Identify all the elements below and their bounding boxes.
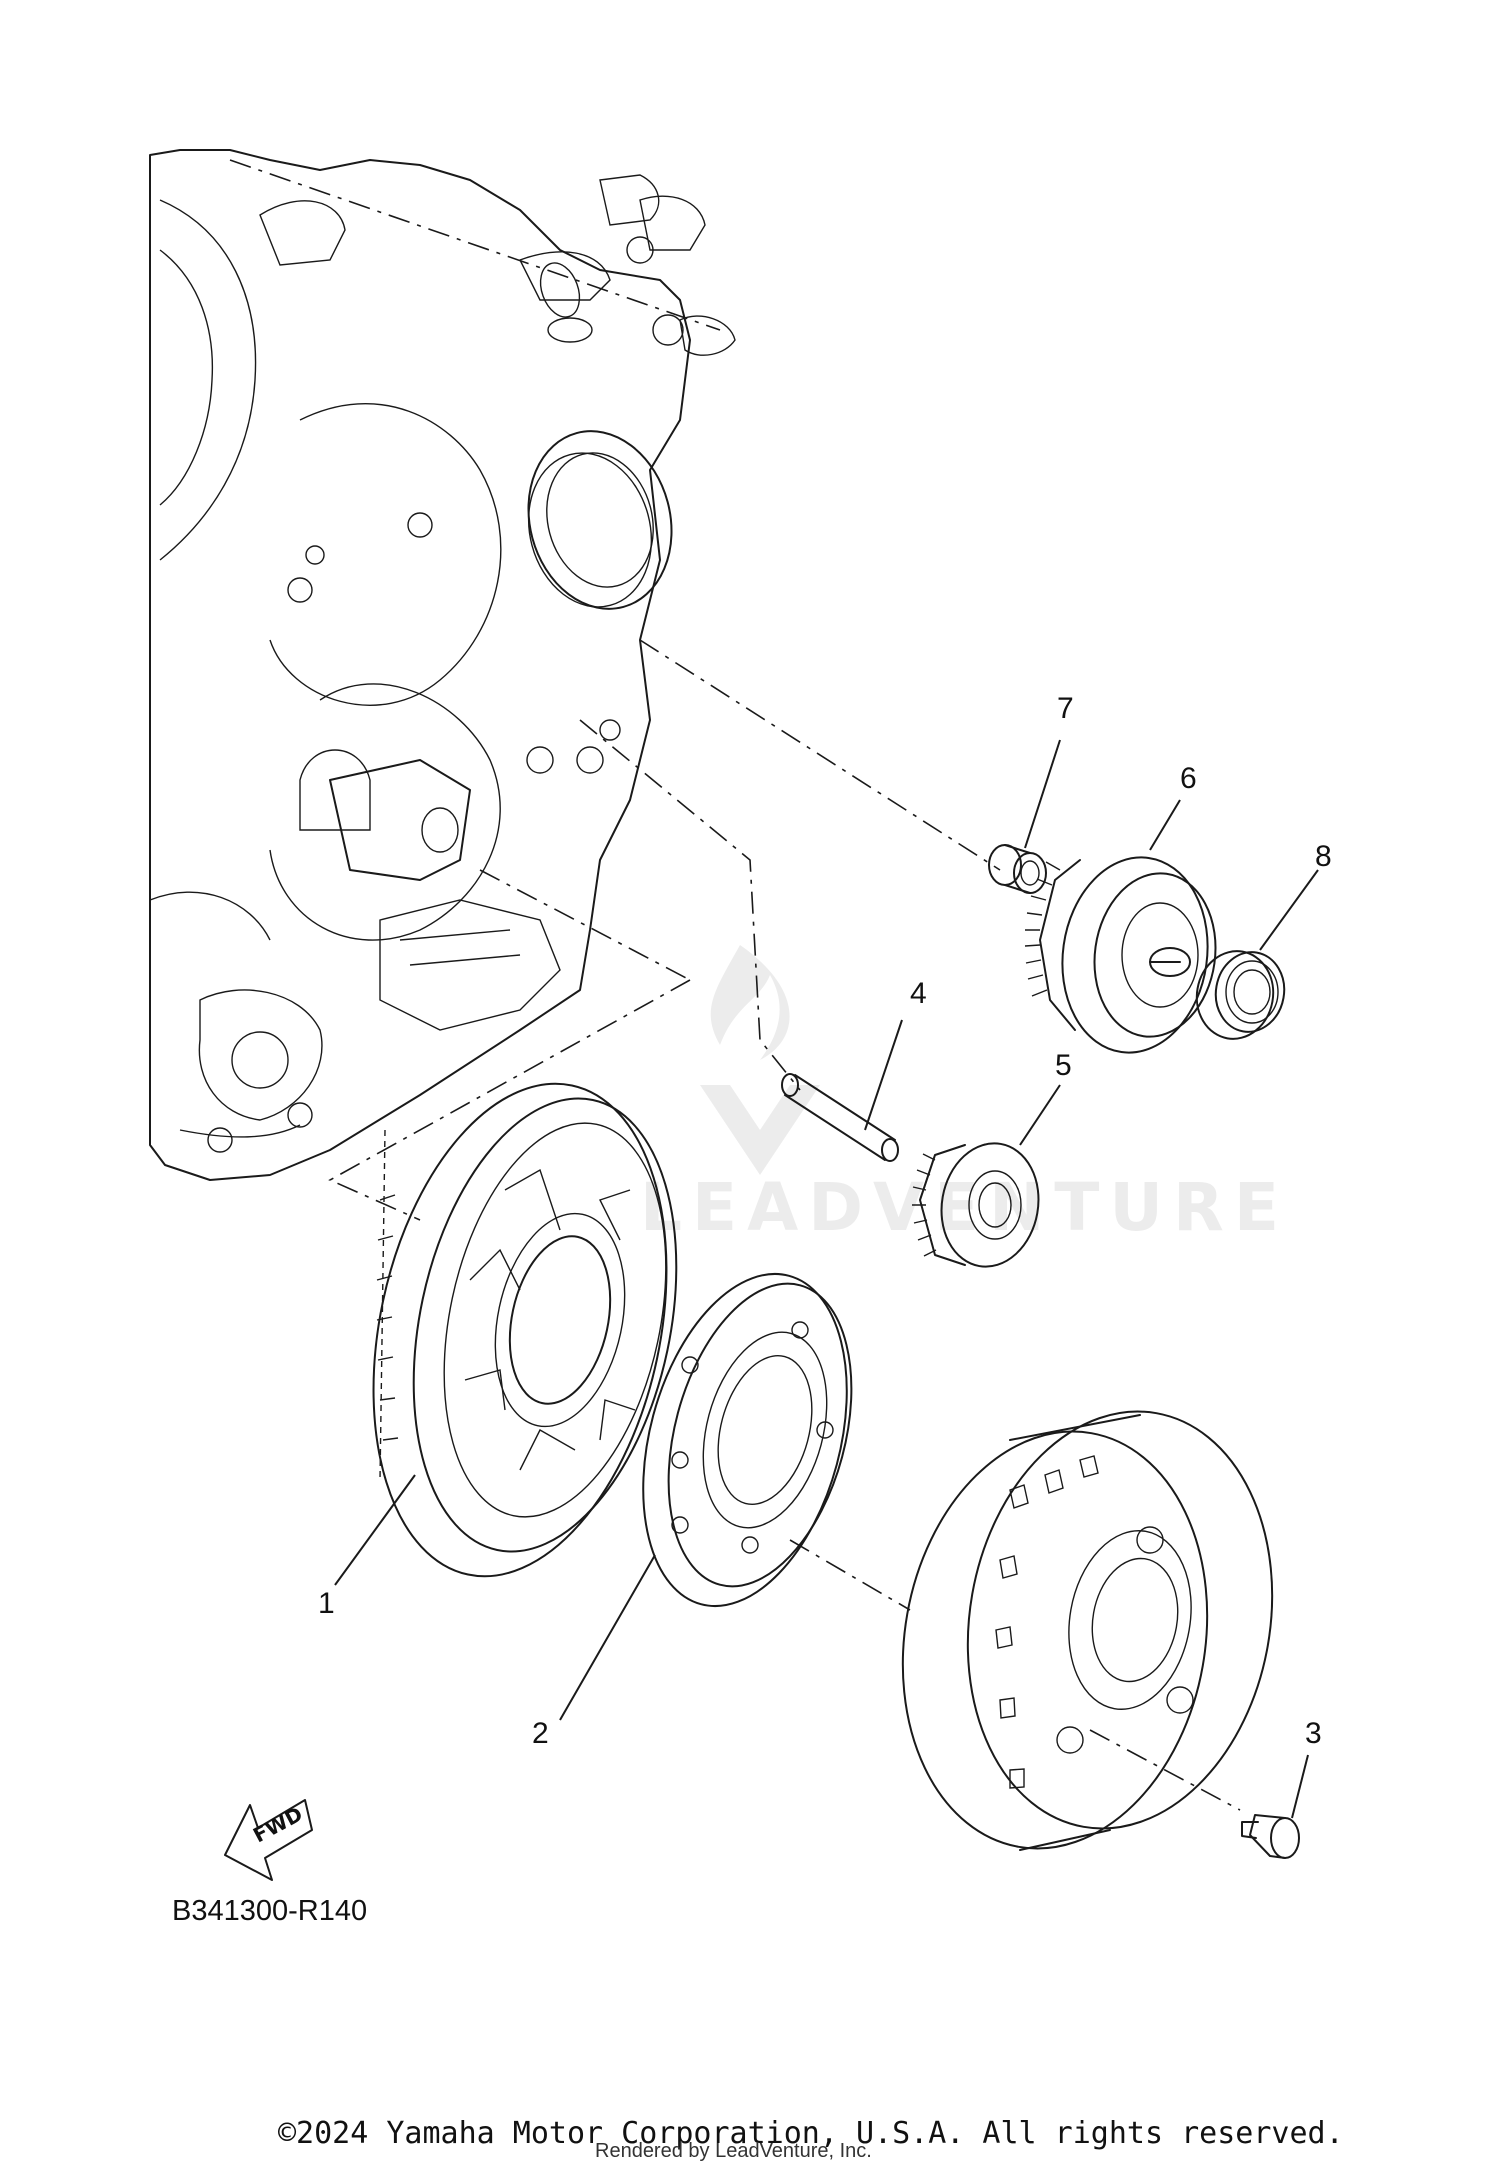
fwd-label: FWD <box>249 1802 306 1848</box>
part-2-starter-clutch <box>642 1272 853 1608</box>
callout-3: 3 <box>1305 1717 1322 1750</box>
diagram-code: B341300-R140 <box>172 1895 367 1927</box>
watermark-text: LEADVENTURE <box>640 1169 1289 1246</box>
rendered-by-credit: Rendered by LeadVenture, Inc. <box>595 2140 872 2162</box>
callout-numbers: 1 2 3 4 5 6 7 8 <box>318 692 1332 1750</box>
flywheel-rotor <box>901 1410 1274 1851</box>
callout-5: 5 <box>1055 1049 1072 1082</box>
part-3-flange-bolt <box>1241 1814 1300 1859</box>
copyright-notice: ©2024 Yamaha Motor Corporation, U.S.A. A… <box>278 2116 1344 2151</box>
callout-4: 4 <box>910 977 927 1010</box>
part-6-starter-idler-gear <box>1024 856 1217 1054</box>
part-1-starter-wheel-gear <box>372 1082 678 1578</box>
watermark: LEADVENTURE <box>640 945 1289 1246</box>
part-7-needle-bearing <box>988 844 1047 894</box>
fwd-arrow-icon: FWD <box>224 1799 313 1881</box>
callout-2: 2 <box>532 1717 549 1750</box>
part-5-idler-gear <box>912 1142 1040 1268</box>
callout-1: 1 <box>318 1587 335 1620</box>
callout-leaders <box>334 739 1319 1819</box>
callout-8: 8 <box>1315 840 1332 873</box>
part-8-ball-bearing <box>1195 950 1286 1040</box>
assembly-centerlines <box>328 639 1241 1811</box>
watermark-flame-logo <box>700 945 820 1175</box>
callout-7: 7 <box>1057 692 1074 725</box>
callout-6: 6 <box>1180 762 1197 795</box>
crankcase-outline <box>149 149 736 1181</box>
part-4-idler-shaft <box>781 1073 899 1162</box>
